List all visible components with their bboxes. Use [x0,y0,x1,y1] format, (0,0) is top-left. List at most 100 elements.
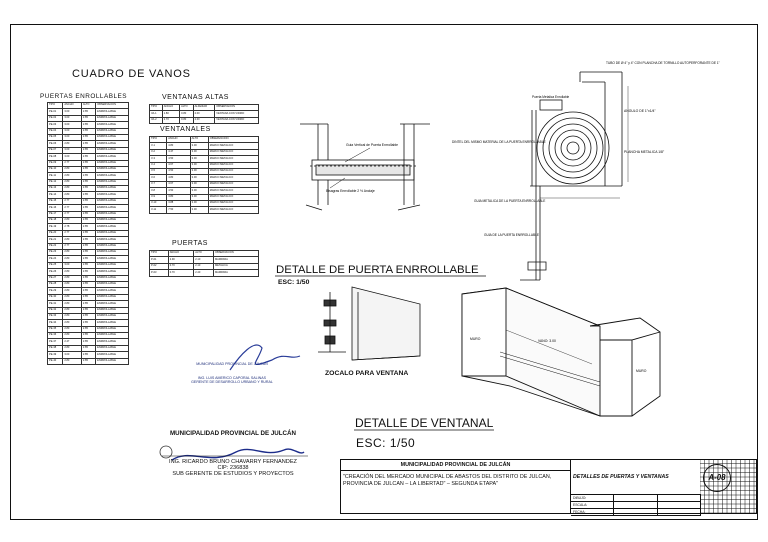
title-block-cell: ESCALA: [571,502,615,508]
table-row-cell: VENTANA CON VIDRIO [214,116,259,125]
table-row-cell: PE-35 [46,325,64,334]
label-bisagras: Bisagras Enrrollable 2 ½ Anclaje [326,189,375,193]
table-row-cell: ENRROLLABLE [95,306,129,314]
table-row-cell: VENTANA CON VIDRIO [214,110,259,118]
table-row-cell: PE-38 [46,344,64,353]
title-block: MUNICIPALIDAD PROVINCIAL DE JULCÁN "CREA… [340,459,757,516]
signature-stroke-2 [171,448,305,461]
table-row-cell: 2.85 [80,293,97,302]
table-row-cell: PE-32 [46,306,64,314]
table-row-cell: MARCO METALICO [207,206,260,214]
ventanal-3d-detail [461,287,661,417]
title-block-cell [658,509,701,515]
table-row-cell: ENRROLLABLE [95,261,129,270]
table-row-cell: P-02 [149,262,169,271]
zocalo-caption: ZOCALO PARA VENTANA [325,370,409,377]
table-header-row-cell: ALTO [80,101,97,110]
zocalo-detail [318,286,421,361]
label-guia-metalica: GUIA METALICA DE LA PUERTA ENRROLLABLE [474,199,545,203]
table-row-cell: ENRROLLABLE [95,351,129,359]
table-row-cell: 2.85 [80,325,97,334]
table-row-cell: ENRROLLABLE [95,121,129,129]
table-row-cell: ENRROLLABLE [95,108,129,116]
table-row-cell: PE-25 [46,261,64,270]
signature-block-1: MUNICIPALIDAD PROVINCIAL DE JULCAN ING. … [172,362,292,384]
title-block-cell [658,495,701,501]
label-tubo: TUBO DE Ø 4" y 4" CON PLANCHA DE TORNILL… [606,61,720,65]
table-row-cell: ENRROLLABLE [95,280,129,289]
label-muro-left: MURO [470,337,481,341]
table-row-cell: ENRROLLABLE [95,312,129,321]
table-row-cell: ENRROLLABLE [95,319,129,327]
label-dintel: DINTEL DEL MISMO MATERIAL DE LA PUERTA E… [452,140,546,144]
table-row-cell: MAMPARA [212,269,260,277]
table-row-cell: 0.80 [179,116,194,125]
title-block-cell [614,509,658,515]
title-block-cell: FECHA: [571,509,615,515]
table-row-cell: 2.85 [80,287,97,295]
table-row-cell: PE-02 [46,114,64,123]
table-row-cell: 2.85 [80,280,97,289]
title-block-row: DIBUJO: [571,495,701,502]
sig1-name: ING. LUIS AMERICO CAPORAL SALINAS [197,376,267,380]
label-muro-right: MURO [636,369,647,373]
title-block-cell [614,502,658,508]
table-row-cell: PE-30 [46,293,64,302]
table-header-row-cell: TIPO [46,101,64,110]
table-row-cell: PE-31 [46,300,64,308]
table-row-cell: PE-26 [46,268,64,276]
title-block-cell [658,502,701,508]
table-row-cell: P-03 [149,269,169,277]
table-row-cell: 2.85 [80,108,97,116]
table-row-cell: PE-24 [46,255,64,263]
table-row-cell: METALICA [212,262,260,271]
table-row-cell: PE-36 [46,332,64,340]
label-vano: VANO: 3.00 [538,339,556,343]
signature-block-2: MUNICIPALIDAD PROVINCIAL DE JULCÁN ING. … [148,430,318,477]
title-block-rows: DIBUJO:ESCALA:FECHA: [571,495,701,516]
table-row-cell: ENRROLLABLE [95,338,129,346]
table-row-cell: PE-28 [46,280,64,289]
table-row-cell: MAMPARA [212,256,260,264]
table-row-cell: ENRROLLABLE [95,274,129,282]
table-row-cell: 2.85 [80,344,97,353]
table-row-cell: 2.85 [80,261,97,270]
rolling-door-plan-section [300,123,430,211]
table-row-cell: 0.80 [179,110,194,118]
table-row-cell: ENRROLLABLE [95,293,129,302]
label-plancha: PLANCHA METALICA 1/8" [624,150,665,154]
table-title-enrollables: PUERTAS ENROLLABLES [40,93,128,100]
detail-scale-ventanal: ESC: 1/50 [356,436,416,450]
table-row-cell: 2.85 [80,268,97,276]
table-row-cell: ENRROLLABLE [95,332,129,340]
table-title-puertas: PUERTAS [172,240,208,247]
table-row-cell: ENRROLLABLE [95,268,129,276]
main-title: CUADRO DE VANOS [72,68,191,80]
title-block-project: "CREACIÓN DEL MERCADO MUNICIPAL DE ABAST… [343,474,552,487]
table-row-cell: PE-03 [46,121,64,129]
